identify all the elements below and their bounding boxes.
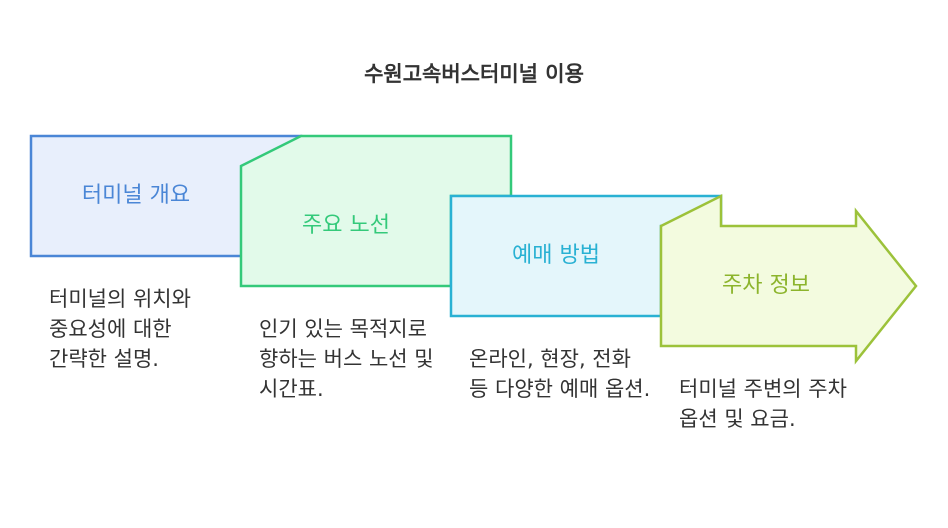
step-description-1: 터미널의 위치와 중요성에 대한 간략한 설명. <box>49 287 191 371</box>
step-description-2: 인기 있는 목적지로 향하는 버스 노선 및 시간표. <box>259 317 434 401</box>
step-label-1: 터미널 개요 <box>81 183 191 208</box>
step-label-3: 예매 방법 <box>512 243 600 268</box>
step-description-4: 터미널 주변의 주차 옵션 및 요금. <box>679 377 847 431</box>
step-label-4: 주차 정보 <box>722 273 810 298</box>
step-shape-4 <box>659 193 918 365</box>
step-label-2: 주요 노선 <box>302 213 390 238</box>
step-description-3: 온라인, 현장, 전화 등 다양한 예매 옵션. <box>469 347 651 401</box>
diagram-title: 수원고속버스터미널 이용 <box>364 62 584 86</box>
